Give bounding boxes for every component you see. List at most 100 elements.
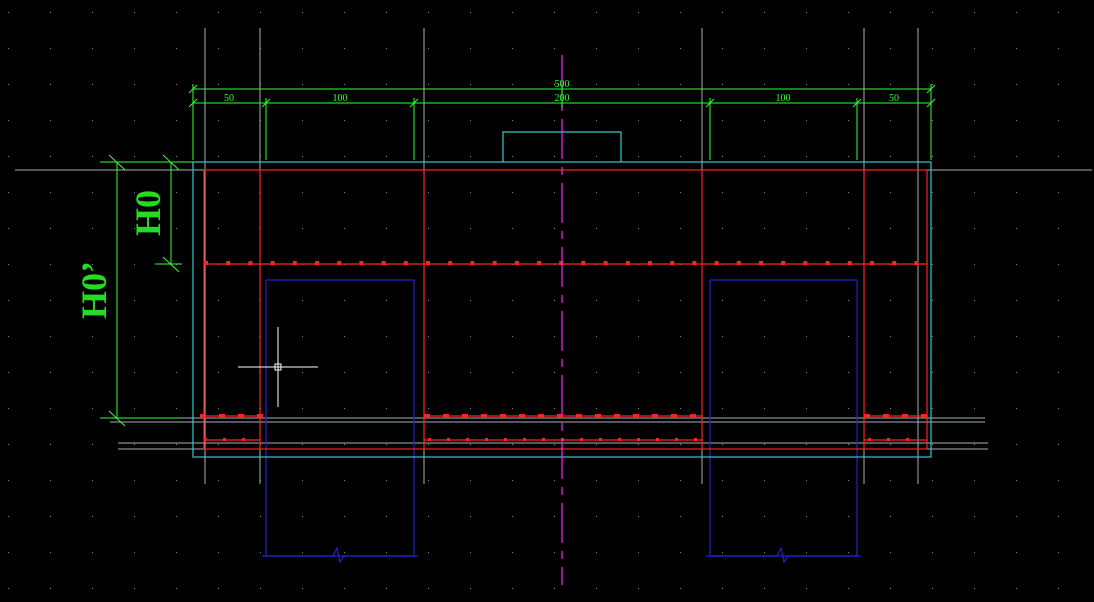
grid-dot <box>722 444 723 445</box>
grid-dot <box>92 120 93 121</box>
grid-dot <box>302 444 303 445</box>
rebar-bar <box>257 414 263 418</box>
grid-dot <box>8 12 9 13</box>
grid-dot <box>302 588 303 589</box>
grid-dot <box>890 84 891 85</box>
grid-dot <box>92 552 93 553</box>
grid-dot <box>890 120 891 121</box>
grid-dot <box>638 84 639 85</box>
grid-dot <box>176 588 177 589</box>
grid-dot <box>890 588 891 589</box>
grid-dot <box>512 84 513 85</box>
rebar-bar <box>690 414 696 418</box>
rebar-bar <box>557 414 563 418</box>
grid-dot <box>638 336 639 337</box>
grid-dot <box>512 120 513 121</box>
grid-dot <box>596 372 597 373</box>
grid-dot <box>176 408 177 409</box>
grid-dot <box>218 300 219 301</box>
rebar-bar <box>481 414 487 418</box>
grid-dot <box>218 444 219 445</box>
grid-dot <box>932 84 933 85</box>
rebar-bar <box>847 261 852 265</box>
rebar-bar <box>359 261 364 265</box>
grid-dot <box>638 300 639 301</box>
grid-dot <box>638 12 639 13</box>
rebar-bar <box>381 261 386 265</box>
grid-dot <box>8 264 9 265</box>
grid-dot <box>8 516 9 517</box>
right-pile-break-line <box>706 546 861 564</box>
dim-left-edge: 50 <box>224 93 234 104</box>
grid-dot <box>932 192 933 193</box>
rebar-bar <box>462 414 468 418</box>
grid-dot <box>344 336 345 337</box>
grid-dot <box>1016 48 1017 49</box>
grid-dot <box>680 12 681 13</box>
grid-dot <box>974 336 975 337</box>
grid-dot <box>218 156 219 157</box>
grid-dot <box>554 12 555 13</box>
grid-dot <box>8 588 9 589</box>
grid-dot <box>554 516 555 517</box>
grid-dot <box>1058 192 1059 193</box>
grid-dot <box>848 192 849 193</box>
grid-dot <box>890 552 891 553</box>
grid-dot <box>344 48 345 49</box>
grid-dot <box>470 300 471 301</box>
rebar-bar <box>292 261 297 265</box>
grid-dot <box>680 480 681 481</box>
grid-dot <box>8 372 9 373</box>
grid-dot <box>470 12 471 13</box>
grid-dot <box>428 372 429 373</box>
grid-dot <box>596 552 597 553</box>
grid-dot <box>1058 300 1059 301</box>
grid-dot <box>176 12 177 13</box>
grid-dot <box>470 156 471 157</box>
grid-dot <box>932 300 933 301</box>
grid-dot <box>680 48 681 49</box>
grid-dot <box>134 264 135 265</box>
rebar-bar <box>714 261 719 265</box>
grid-dot <box>1058 408 1059 409</box>
grid-dot <box>50 156 51 157</box>
grid-dot <box>218 588 219 589</box>
grid-dot <box>974 300 975 301</box>
grid-dot <box>974 480 975 481</box>
grid-dot <box>764 552 765 553</box>
grid-dot <box>554 300 555 301</box>
grid-dot <box>638 444 639 445</box>
grid-dot <box>1016 444 1017 445</box>
grid-dot <box>176 84 177 85</box>
grid-dot <box>176 444 177 445</box>
grid-dot <box>1058 12 1059 13</box>
grid-dot <box>176 516 177 517</box>
grid-dot <box>890 12 891 13</box>
grid-dot <box>596 12 597 13</box>
grid-dot <box>50 264 51 265</box>
grid-dot <box>1058 552 1059 553</box>
grid-dot <box>764 48 765 49</box>
grid-dot <box>176 120 177 121</box>
rebar-bar <box>538 414 544 418</box>
grid-dot <box>8 552 9 553</box>
grid-dot <box>50 444 51 445</box>
grid-dot <box>596 156 597 157</box>
grid-dot <box>722 228 723 229</box>
grid-dot <box>92 192 93 193</box>
grid-dot <box>806 300 807 301</box>
grid-dot <box>302 372 303 373</box>
grid-dot <box>470 552 471 553</box>
grid-dot <box>890 516 891 517</box>
rebar-bar <box>656 438 659 441</box>
grid-dot <box>638 192 639 193</box>
grid-dot <box>512 408 513 409</box>
rebar-bar <box>692 261 697 265</box>
rebar-bar <box>595 414 601 418</box>
rebar-bar <box>921 414 927 418</box>
grid-dot <box>218 12 219 13</box>
grid-dot <box>1016 264 1017 265</box>
grid-dot <box>722 300 723 301</box>
grid-dot <box>344 444 345 445</box>
